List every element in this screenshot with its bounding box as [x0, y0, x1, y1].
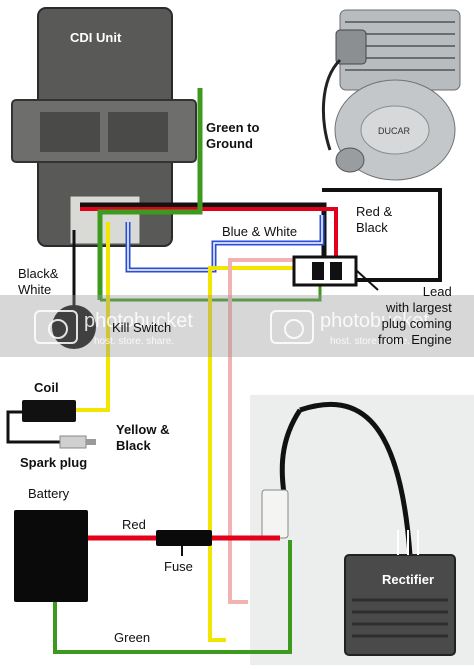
- battery-image: [14, 510, 88, 602]
- wire-green-battery: [53, 540, 292, 654]
- coil-label: Coil: [34, 380, 59, 395]
- engine-brand-text: DUCAR: [378, 126, 411, 136]
- photobucket-logo-icon: [34, 310, 78, 344]
- kill-switch-label: Kill Switch: [112, 320, 172, 335]
- rectifier-image: [250, 395, 474, 665]
- fuse-image: [156, 530, 212, 556]
- wire-red-cdi-engine: [80, 188, 442, 282]
- engine-connector: [292, 255, 379, 291]
- battery-label: Battery: [28, 486, 70, 501]
- photobucket-logo-icon: [270, 310, 314, 344]
- watermark-band: [0, 295, 474, 357]
- wire-blue-white: [125, 215, 325, 273]
- black-white-label: Black& White: [18, 266, 59, 297]
- watermark-tagline: host. store. share.: [330, 336, 411, 347]
- lead-note-label: Lead with largest plug coming from Engin…: [378, 284, 452, 347]
- green-to-ground-label: Green to Ground: [206, 120, 260, 151]
- yellow-black-label: Yellow & Black: [116, 422, 170, 453]
- fuse-label: Fuse: [164, 559, 193, 574]
- rectifier-label: Rectifier: [382, 572, 435, 587]
- red-wire-label: Red: [122, 517, 146, 532]
- watermark-tagline: host. store. share.: [94, 336, 175, 347]
- engine-photo: DUCAR: [314, 0, 474, 190]
- watermark-brand: photobucket: [320, 310, 429, 332]
- watermark-brand: photobucket: [84, 310, 193, 332]
- cdi-unit-label: CDI Unit: [70, 30, 122, 45]
- wire-yellow-black: [76, 222, 322, 642]
- coil-image: [6, 400, 96, 449]
- cdi-unit-image: [11, 7, 197, 247]
- blue-white-label: Blue & White: [222, 224, 298, 239]
- green-wire-label: Green: [114, 630, 151, 645]
- red-black-label: Red & Black: [356, 204, 393, 235]
- spark-plug-label: Spark plug: [20, 455, 88, 470]
